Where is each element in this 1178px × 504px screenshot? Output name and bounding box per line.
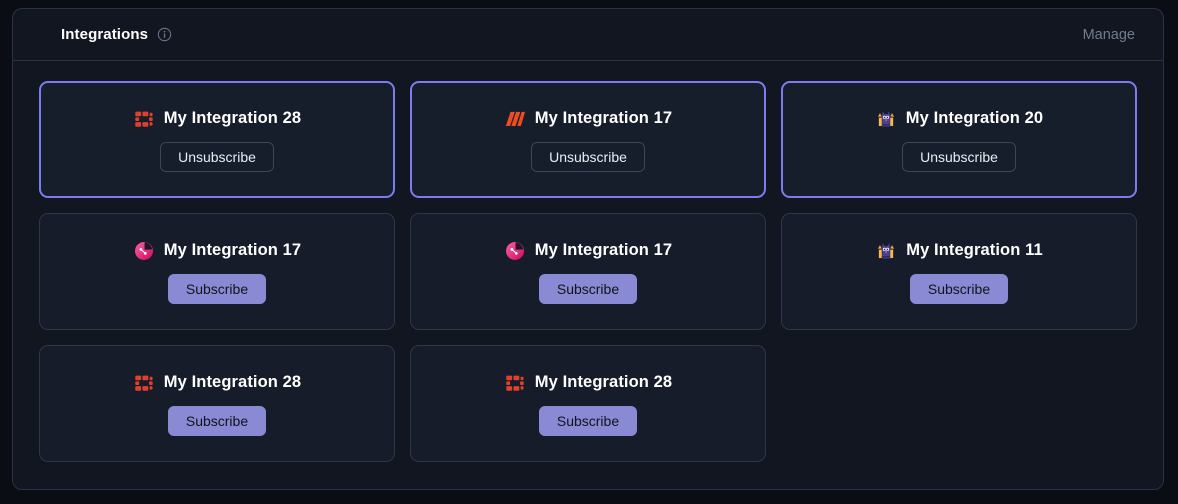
integration-title: My Integration 17: [163, 241, 302, 259]
integration-card-header: My Integration 20: [875, 108, 1043, 130]
card-row: My Integration 28 Subscribe My Integratio…: [39, 345, 1137, 462]
subscribe-button[interactable]: Subscribe: [538, 405, 638, 436]
integration-card[interactable]: My Integration 28 Subscribe: [410, 345, 766, 462]
subscribe-button[interactable]: Subscribe: [909, 273, 1009, 304]
integration-title: My Integration 17: [534, 241, 673, 259]
integration-card-header: My Integration 28: [133, 108, 301, 130]
integration-title: My Integration 20: [905, 109, 1044, 127]
pink-node-icon: [504, 240, 526, 262]
info-circle-icon[interactable]: [157, 27, 172, 42]
integration-title: My Integration 28: [534, 373, 673, 391]
integration-title: My Integration 17: [534, 109, 673, 127]
unsubscribe-button[interactable]: Unsubscribe: [902, 141, 1016, 172]
unsubscribe-button[interactable]: Unsubscribe: [531, 141, 645, 172]
integration-card[interactable]: My Integration 28 Subscribe: [39, 345, 395, 462]
integration-title: My Integration 11: [906, 241, 1043, 259]
manage-button[interactable]: Manage: [1077, 23, 1141, 47]
page-title: Integrations: [61, 26, 149, 43]
integration-card-header: My Integration 28: [504, 372, 672, 394]
card-row: My Integration 17 Subscribe My Integratio…: [39, 213, 1137, 330]
integration-card-selected[interactable]: My Integration 28 Unsubscribe: [39, 81, 395, 198]
integration-card[interactable]: My Integration 17 Subscribe: [410, 213, 766, 330]
integration-card-selected[interactable]: My Integration 17 Unsubscribe: [410, 81, 766, 198]
brick-grid-icon: [133, 108, 155, 130]
integration-card-header: My Integration 17: [504, 240, 672, 262]
integration-card-header: My Integration 17: [133, 240, 301, 262]
subscribe-button[interactable]: Subscribe: [167, 405, 267, 436]
integration-title: My Integration 28: [163, 109, 302, 127]
unsubscribe-button[interactable]: Unsubscribe: [160, 141, 274, 172]
pink-node-icon: [133, 240, 155, 262]
card-row: My Integration 28 Unsubscribe My Integrat…: [39, 81, 1137, 198]
slashes-stack-icon: [504, 108, 526, 130]
integration-card-header: My Integration 11: [875, 240, 1043, 262]
integration-card[interactable]: My Integration 11 Subscribe: [781, 213, 1137, 330]
integration-card-header: My Integration 28: [133, 372, 301, 394]
owl-mascot-icon: [875, 108, 897, 130]
integration-card-selected[interactable]: My Integration 20 Unsubscribe: [781, 81, 1137, 198]
subscribe-button[interactable]: Subscribe: [167, 273, 267, 304]
integration-cards-grid: My Integration 28 Unsubscribe My Integrat…: [13, 61, 1163, 482]
subscribe-button[interactable]: Subscribe: [538, 273, 638, 304]
integrations-panel: Integrations Manage My Integration 28 Uns…: [12, 8, 1164, 490]
integration-title: My Integration 28: [163, 373, 302, 391]
brick-grid-icon: [504, 372, 526, 394]
brick-grid-icon: [133, 372, 155, 394]
panel-header: Integrations Manage: [13, 9, 1163, 61]
integration-card-header: My Integration 17: [504, 108, 672, 130]
integration-card[interactable]: My Integration 17 Subscribe: [39, 213, 395, 330]
owl-mascot-icon: [875, 240, 897, 262]
